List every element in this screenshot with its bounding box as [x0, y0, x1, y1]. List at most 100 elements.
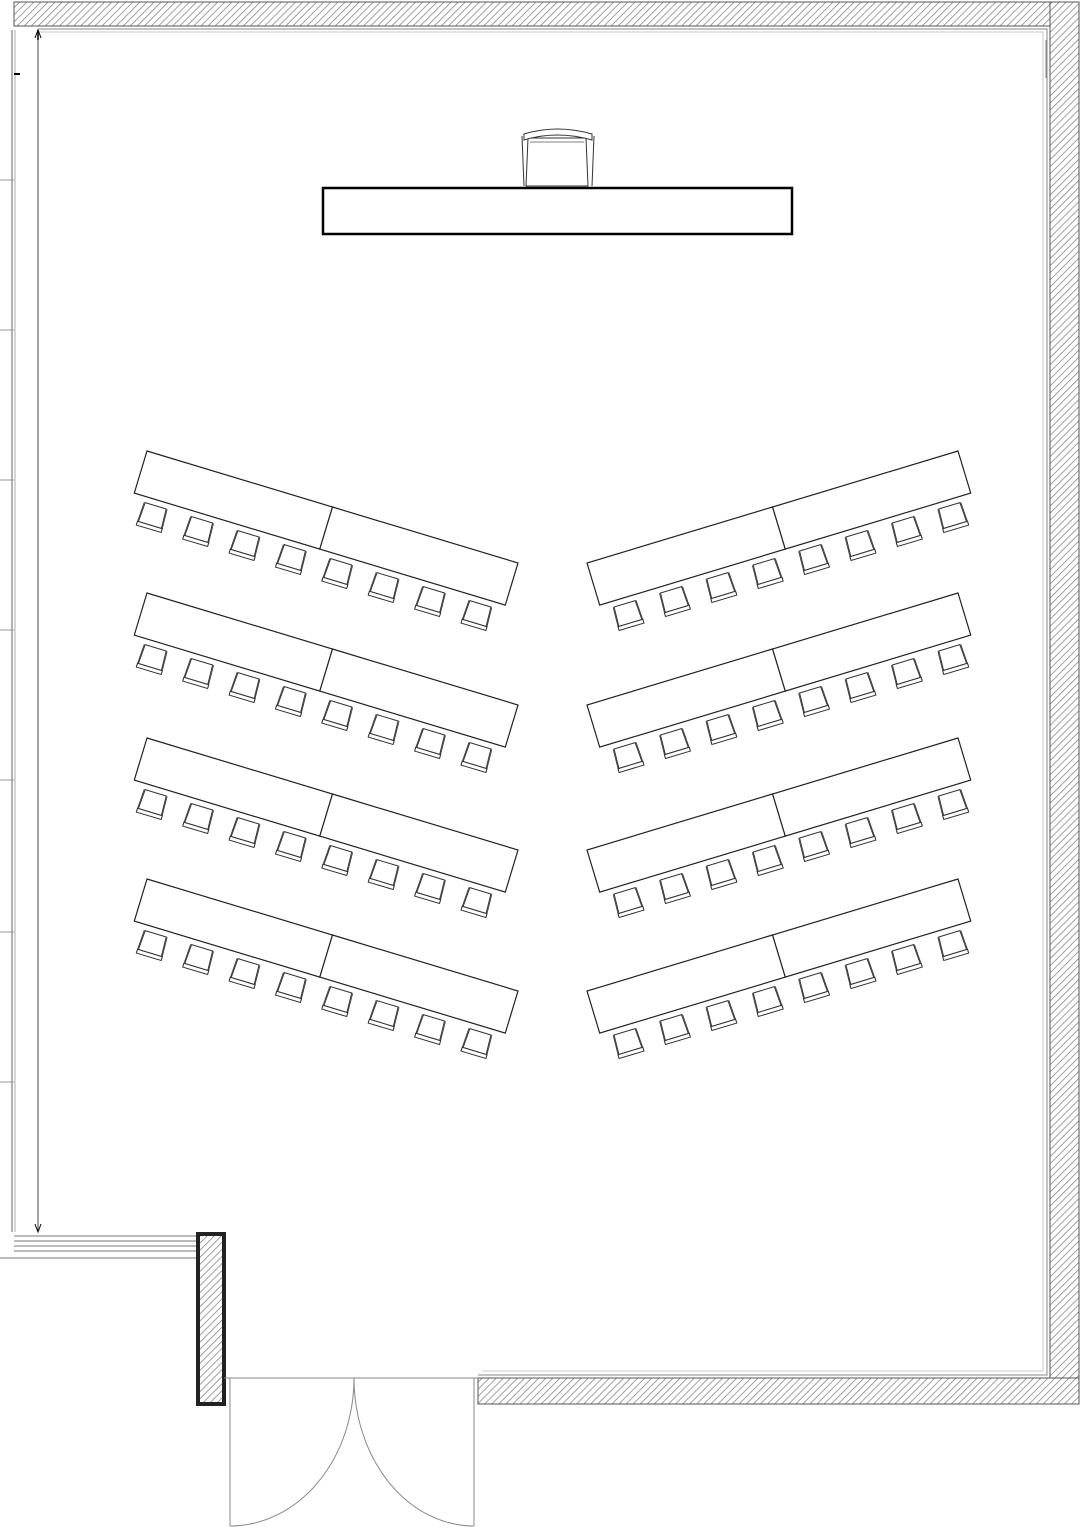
left-table-r1-t2[interactable] — [319, 506, 519, 606]
chair-icon[interactable] — [275, 685, 308, 718]
left-table-r2-t2[interactable] — [319, 648, 519, 748]
chair-icon[interactable] — [182, 515, 216, 548]
left-row-3 — [133, 737, 519, 919]
chair-icon[interactable] — [321, 985, 355, 1018]
left-row-2 — [133, 592, 519, 774]
chair-icon[interactable] — [228, 671, 262, 704]
north-wall — [13, 1, 1080, 27]
chair-icon[interactable] — [611, 741, 645, 774]
chair-icon[interactable] — [704, 858, 738, 891]
chair-icon[interactable] — [611, 1027, 645, 1060]
chair-icon[interactable] — [750, 844, 784, 877]
chair-icon[interactable] — [611, 886, 645, 919]
right-table-r1-t2[interactable] — [586, 506, 786, 606]
column-icon — [196, 1232, 226, 1406]
left-table-r1-t1[interactable] — [133, 450, 334, 550]
chair-icon[interactable] — [321, 844, 355, 877]
chair-icon[interactable] — [750, 699, 784, 732]
chair-icon[interactable] — [367, 858, 401, 891]
right-table-r2-t1[interactable] — [771, 592, 972, 692]
chair-icon[interactable] — [135, 643, 169, 676]
right-table-r4-t1[interactable] — [771, 878, 972, 978]
chair-icon[interactable] — [135, 501, 169, 534]
chair-icon[interactable] — [889, 657, 923, 690]
chair-icon[interactable] — [228, 529, 262, 562]
chair-icon[interactable] — [367, 999, 401, 1032]
head-table[interactable] — [321, 186, 794, 236]
inner-wall-line-2 — [38, 31, 1044, 1372]
right-table-r2-t2[interactable] — [586, 648, 786, 748]
left-table-r2-t1[interactable] — [133, 592, 334, 692]
chair-icon[interactable] — [658, 585, 691, 618]
chair-icon[interactable] — [275, 830, 308, 863]
right-table-r4-t2[interactable] — [586, 934, 786, 1034]
right-row-4 — [586, 878, 972, 1060]
chair-icon[interactable] — [182, 657, 216, 690]
chair-icon[interactable] — [275, 543, 308, 576]
head-table-group — [321, 128, 794, 236]
south-wall — [477, 1377, 1080, 1405]
chair-icon[interactable] — [750, 557, 784, 590]
chair-icon[interactable] — [275, 971, 308, 1004]
chair-icon[interactable] — [936, 501, 970, 534]
chair-icon[interactable] — [843, 671, 877, 704]
chair-icon[interactable] — [843, 957, 877, 990]
right-row-3 — [586, 737, 972, 919]
chair-icon[interactable] — [182, 943, 216, 976]
steps — [0, 1235, 198, 1259]
chair-icon[interactable] — [414, 1013, 447, 1046]
entrance-double-door[interactable] — [224, 1377, 478, 1527]
left-row-4 — [133, 878, 519, 1060]
east-wall — [1049, 1, 1080, 1405]
chair-icon[interactable] — [414, 585, 447, 618]
chair-icon[interactable] — [936, 929, 970, 962]
door-swing-right — [353, 1377, 475, 1527]
chair-icon[interactable] — [460, 741, 494, 774]
chair-icon[interactable] — [889, 802, 923, 835]
chair-icon[interactable] — [843, 529, 877, 562]
left-table-r4-t2[interactable] — [319, 934, 519, 1034]
chair-icon[interactable] — [658, 872, 691, 905]
chair-icon[interactable] — [321, 699, 355, 732]
chair-icon[interactable] — [704, 571, 738, 604]
chair-icon[interactable] — [797, 971, 830, 1004]
chair-icon[interactable] — [704, 713, 738, 746]
chair-icon[interactable] — [135, 929, 169, 962]
presenter-chair[interactable] — [521, 128, 595, 187]
walls — [13, 1, 1080, 1405]
chair-icon[interactable] — [182, 802, 216, 835]
chair-icon[interactable] — [611, 599, 645, 632]
right-row-2 — [586, 592, 972, 774]
left-table-r3-t1[interactable] — [133, 737, 334, 837]
chair-icon[interactable] — [228, 816, 262, 849]
left-table-r4-t1[interactable] — [133, 878, 334, 978]
chair-icon[interactable] — [889, 515, 923, 548]
chair-icon[interactable] — [658, 1013, 691, 1046]
chair-icon[interactable] — [704, 999, 738, 1032]
chair-icon[interactable] — [460, 599, 494, 632]
chair-icon[interactable] — [797, 685, 830, 718]
chair-icon[interactable] — [414, 727, 447, 760]
chair-icon[interactable] — [843, 816, 877, 849]
chair-icon[interactable] — [750, 985, 784, 1018]
chair-icon[interactable] — [135, 788, 169, 821]
chair-icon[interactable] — [889, 943, 923, 976]
chair-icon[interactable] — [936, 788, 970, 821]
chair-icon[interactable] — [228, 957, 262, 990]
right-table-r3-t2[interactable] — [586, 793, 786, 893]
chair-icon[interactable] — [367, 571, 401, 604]
chair-icon[interactable] — [460, 886, 494, 919]
right-table-r3-t1[interactable] — [771, 737, 972, 837]
chair-icon[interactable] — [414, 872, 447, 905]
left-table-r3-t2[interactable] — [319, 793, 519, 893]
chair-icon[interactable] — [321, 557, 355, 590]
chair-icon[interactable] — [658, 727, 691, 760]
right-table-r1-t1[interactable] — [771, 450, 972, 550]
chair-icon[interactable] — [797, 830, 830, 863]
right-row-1 — [586, 450, 972, 632]
chair-icon[interactable] — [367, 713, 401, 746]
chair-icon[interactable] — [797, 543, 830, 576]
chair-icon[interactable] — [936, 643, 970, 676]
chair-icon[interactable] — [460, 1027, 494, 1060]
